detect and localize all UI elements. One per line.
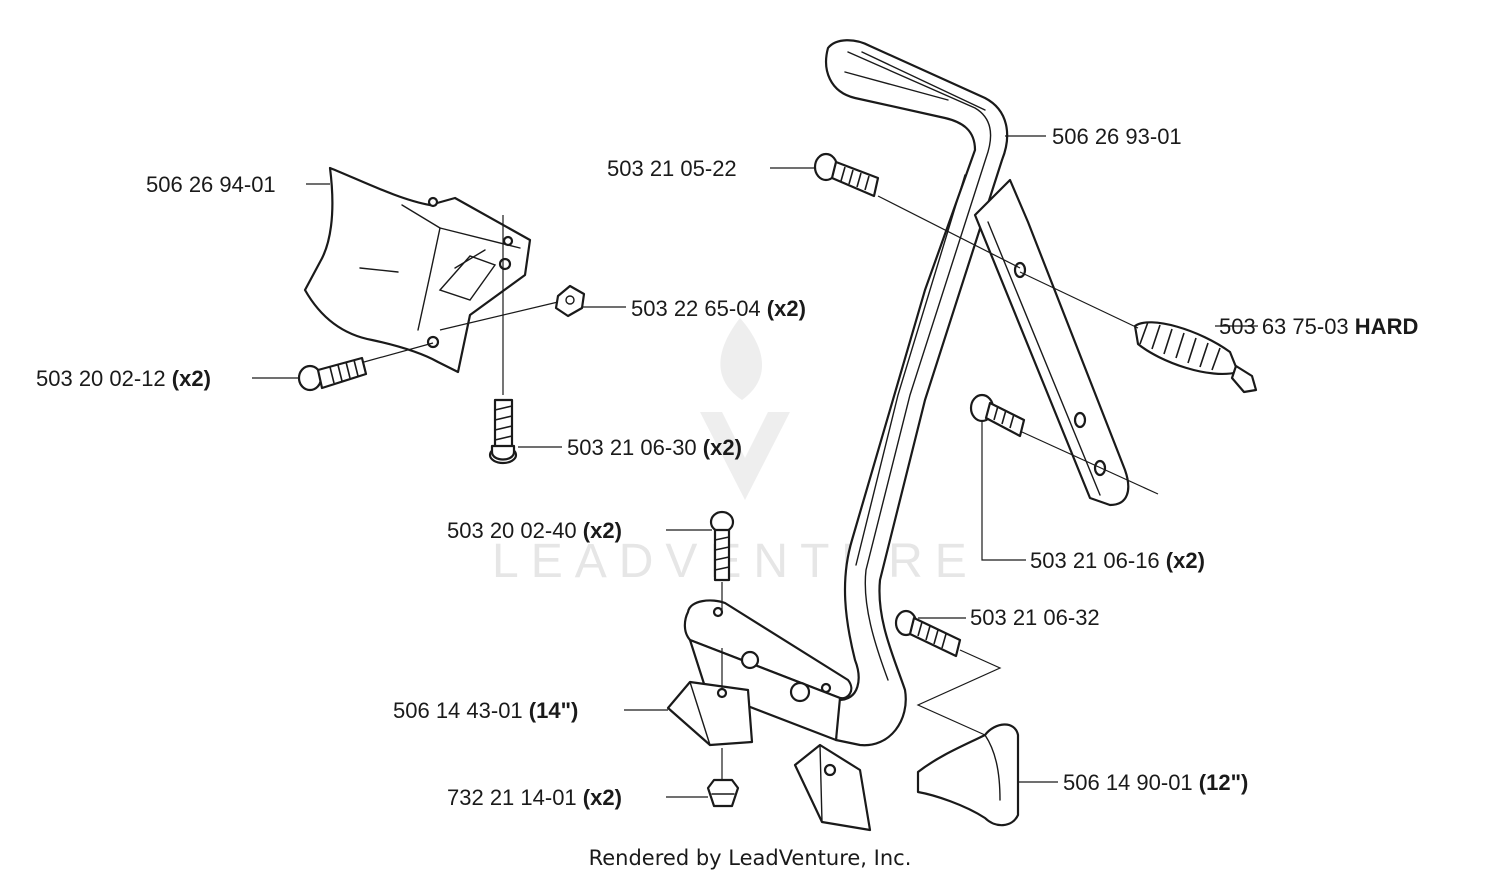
spike-block-506144301 [666, 680, 754, 747]
label-506144301: 506 14 43-01 (14") [393, 698, 578, 724]
bolt-503200240 [709, 510, 735, 582]
label-503200240: 503 20 02-40 (x2) [447, 518, 622, 544]
label-506269401: 506 26 94-01 [146, 172, 276, 198]
part-note: (14") [528, 698, 579, 723]
label-732211401: 732 21 14-01 (x2) [447, 785, 622, 811]
bolt-503210522 [813, 152, 880, 198]
part-number: 732 21 14-01 [447, 785, 577, 810]
bolt-503210616 [969, 393, 1026, 438]
label-503210630: 503 21 06-30 (x2) [567, 435, 742, 461]
hex-nut-732211401 [706, 778, 740, 808]
part-number: 503 21 06-30 [567, 435, 697, 460]
part-number: 503 20 02-40 [447, 518, 577, 543]
deflector-bracket-part [303, 166, 532, 374]
leader-lines [252, 135, 1258, 798]
part-number: 506 26 93-01 [1052, 124, 1182, 149]
label-503210616: 503 21 06-16 (x2) [1030, 548, 1205, 574]
part-number: 503 63 75-03 [1219, 314, 1349, 339]
part-note: (x2) [582, 518, 622, 543]
bolt-503210632 [894, 609, 962, 658]
part-number: 503 21 06-32 [970, 605, 1100, 630]
part-note: (x2) [702, 435, 742, 460]
part-number: 503 22 65-04 [631, 296, 761, 321]
label-503226504: 503 22 65-04 (x2) [631, 296, 806, 322]
bolt-503200212 [297, 356, 368, 392]
label-503210522: 503 21 05-22 [607, 156, 737, 182]
part-note: (x2) [171, 366, 211, 391]
label-503210632: 503 21 06-32 [970, 605, 1100, 631]
part-note: (x2) [1165, 548, 1205, 573]
label-503637503: 503 63 75-03 HARD [1219, 314, 1418, 340]
watermark-emblem [700, 318, 790, 500]
part-number: 503 20 02-12 [36, 366, 166, 391]
spike-503637503 [1133, 321, 1258, 394]
part-number: 503 21 05-22 [607, 156, 737, 181]
square-nut-503226504 [554, 284, 586, 318]
part-number: 506 14 90-01 [1063, 770, 1193, 795]
part-note: (x2) [766, 296, 806, 321]
part-note: (12") [1198, 770, 1249, 795]
bolt-503210630 [488, 398, 518, 465]
label-506269301: 506 26 93-01 [1052, 124, 1182, 150]
part-number: 503 21 06-16 [1030, 548, 1160, 573]
bumper-bar-part [683, 39, 1130, 747]
footer-credit: Rendered by LeadVenture, Inc. [588, 846, 912, 870]
part-note: (x2) [582, 785, 622, 810]
part-number: 506 26 94-01 [146, 172, 276, 197]
label-506149001: 506 14 90-01 (12") [1063, 770, 1248, 796]
label-503200212: 503 20 02-12 (x2) [36, 366, 211, 392]
part-number: 506 14 43-01 [393, 698, 523, 723]
spike-block-lower [793, 743, 872, 832]
part-note: HARD [1354, 314, 1419, 339]
spike-plate-506149001 [916, 723, 1020, 827]
